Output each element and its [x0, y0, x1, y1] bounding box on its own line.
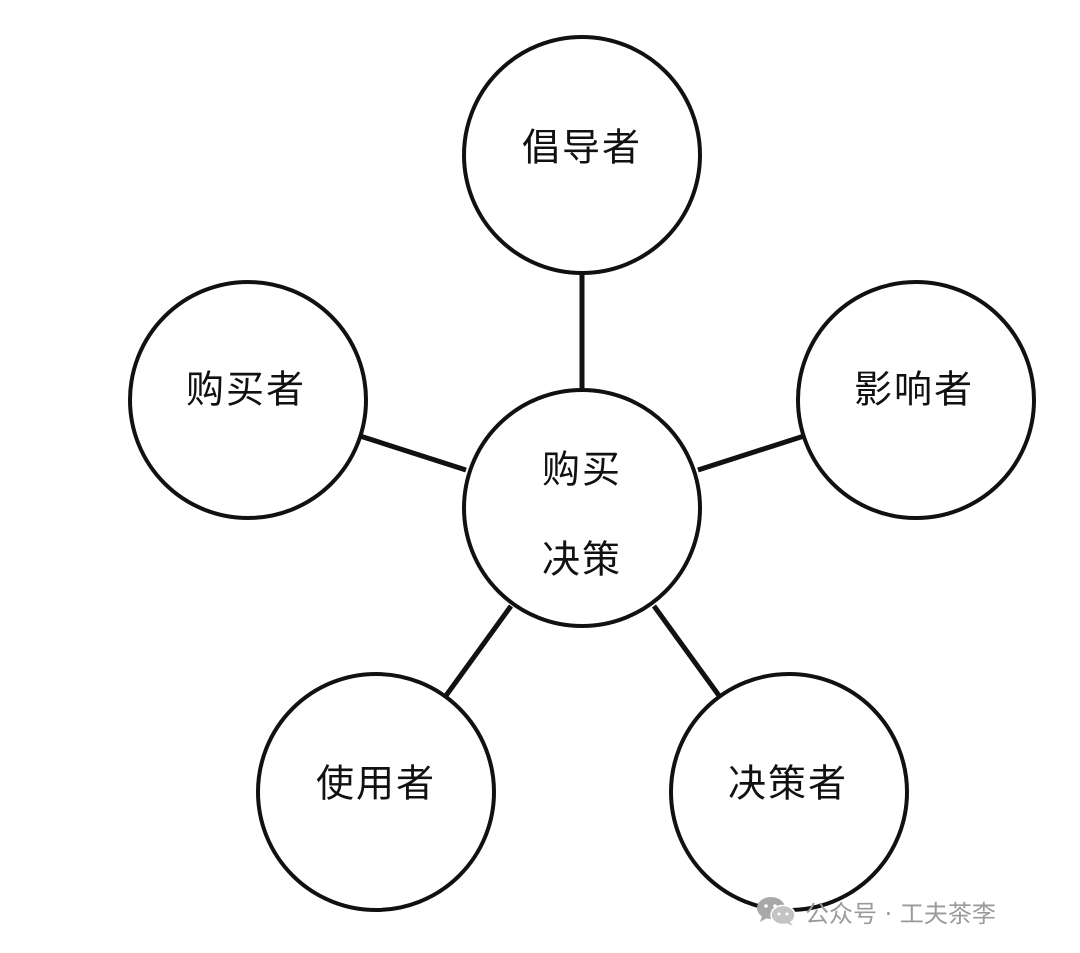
center-label-line1: 购买 — [542, 448, 622, 492]
node-buyer-label: 购买者 — [186, 368, 306, 412]
connector-decider — [651, 604, 723, 699]
node-decider: 决策者 — [669, 672, 909, 912]
node-decider-label: 决策者 — [728, 762, 848, 806]
watermark-text: 公众号 · 工夫茶李 — [805, 899, 996, 928]
node-influencer: 影响者 — [796, 280, 1036, 520]
wechat-icon — [755, 895, 797, 927]
connector-influencer — [697, 433, 805, 473]
center-label-line2: 决策 — [542, 538, 622, 582]
node-influencer-label: 影响者 — [854, 368, 974, 412]
node-user-label: 使用者 — [316, 762, 436, 806]
watermark: 公众号 · 工夫茶李 — [755, 893, 996, 929]
connector-buyer — [359, 433, 467, 473]
connector-user — [442, 604, 514, 699]
node-advocate-label: 倡导者 — [522, 126, 642, 170]
node-center: 购买 决策 — [462, 388, 702, 628]
node-advocate: 倡导者 — [462, 35, 702, 275]
node-buyer: 购买者 — [128, 280, 368, 520]
node-user: 使用者 — [256, 672, 496, 912]
